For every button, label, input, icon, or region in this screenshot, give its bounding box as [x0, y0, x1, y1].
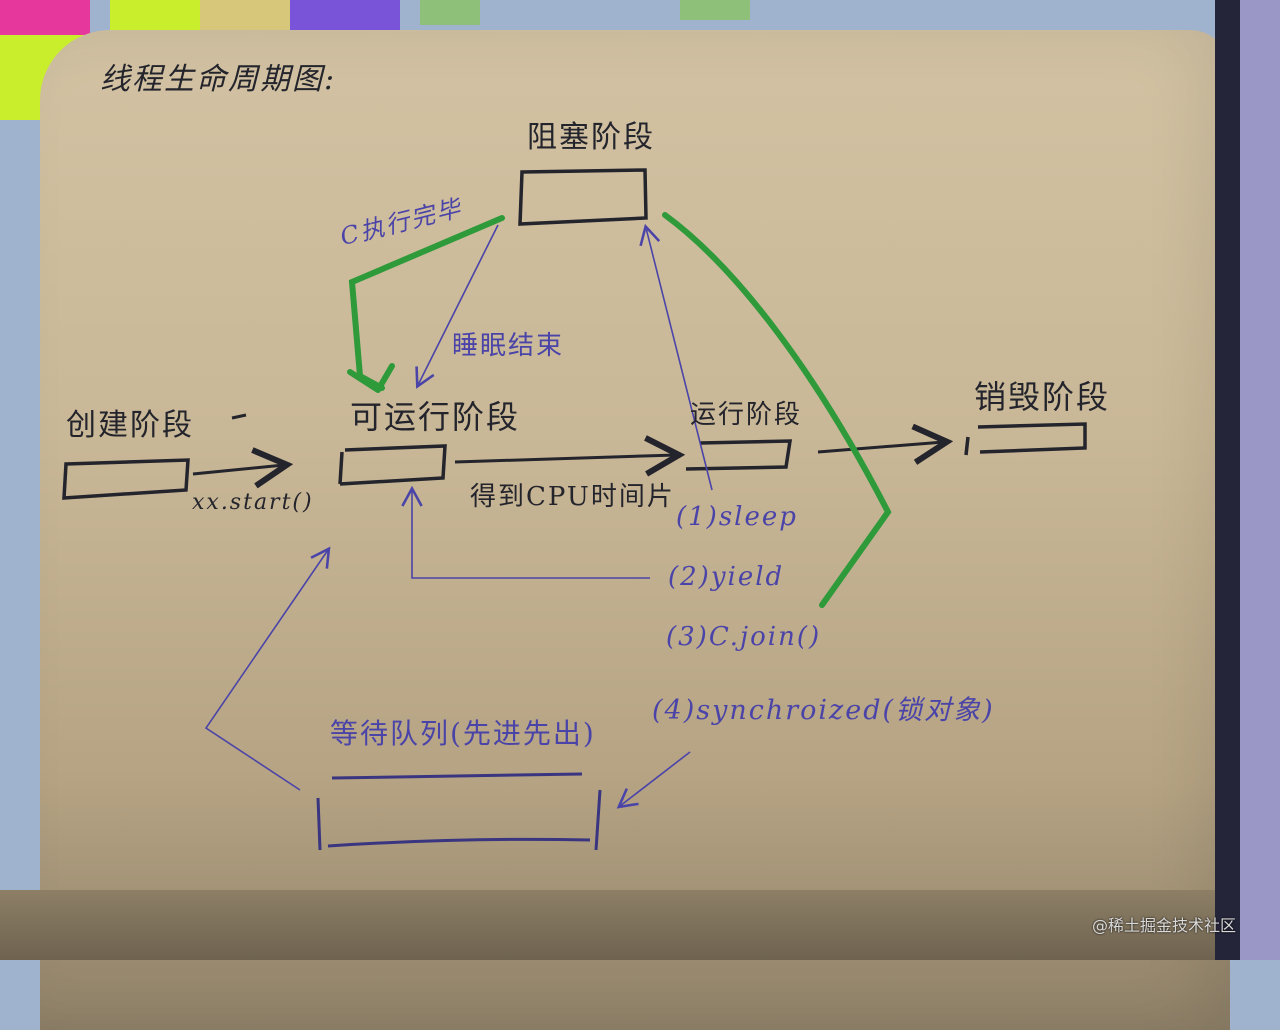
- label-wait-queue: 等待队列(先进先出): [330, 717, 596, 750]
- label-cpu-slice: 得到CPU时间片: [470, 482, 675, 512]
- green-sticky-note-2: [680, 0, 750, 20]
- arrow-yield-to-runnable: [401, 485, 650, 579]
- label-action-synchronized: (4)synchroized(锁对象): [652, 695, 995, 726]
- watermark: @稀土掘金技术社区: [1092, 916, 1237, 935]
- tan-sticky-note: [200, 0, 290, 35]
- box-wait-queue: [316, 772, 602, 851]
- label-start-call: xx.start(): [192, 490, 314, 515]
- diagram-title: 线程生命周期图:: [100, 62, 337, 97]
- background-edge: [1240, 0, 1280, 960]
- label-blocked-stage: 阻塞阶段: [527, 120, 655, 155]
- arrow-wait-queue-to-runnable: [204, 546, 331, 791]
- box-created: [62, 458, 190, 500]
- arrow-created-to-runnable: [192, 465, 284, 474]
- box-runnable: [338, 444, 447, 486]
- paper-sheet: [40, 30, 1230, 1030]
- box-destroyed: [964, 422, 1087, 456]
- arrow-running-to-blocked: [639, 223, 713, 491]
- arrow-running-to-destroyed: [817, 442, 944, 452]
- green-curve-join: [662, 212, 892, 608]
- label-runnable-stage: 可运行阶段: [350, 398, 521, 436]
- label-action-join: (3)C.join(): [666, 622, 822, 652]
- label-created-stage: 创建阶段: [66, 408, 194, 443]
- arrow-blocked-to-runnable: [415, 224, 499, 389]
- label-action-sleep: (1)sleep: [676, 502, 798, 532]
- box-running: [685, 439, 793, 471]
- green-arrowhead: [347, 363, 395, 393]
- box-blocked: [518, 168, 648, 226]
- lifecycle-diagram: [62, 168, 1087, 851]
- label-sleep-end: 睡眠结束: [452, 331, 565, 361]
- green-sticky-note: [420, 0, 480, 25]
- label-destroyed-stage: 销毁阶段: [974, 378, 1111, 416]
- paper-fold: [0, 890, 1280, 960]
- label-running-stage: 运行阶段: [690, 400, 803, 430]
- dark-binder-edge: [1215, 0, 1240, 960]
- arrow-runnable-to-running: [454, 455, 676, 462]
- arrow-synchronized-to-wait-queue: [616, 751, 691, 809]
- label-action-yield: (2)yield: [668, 562, 785, 592]
- tick-mark: [231, 413, 247, 420]
- purple-sticky-note: [290, 0, 400, 30]
